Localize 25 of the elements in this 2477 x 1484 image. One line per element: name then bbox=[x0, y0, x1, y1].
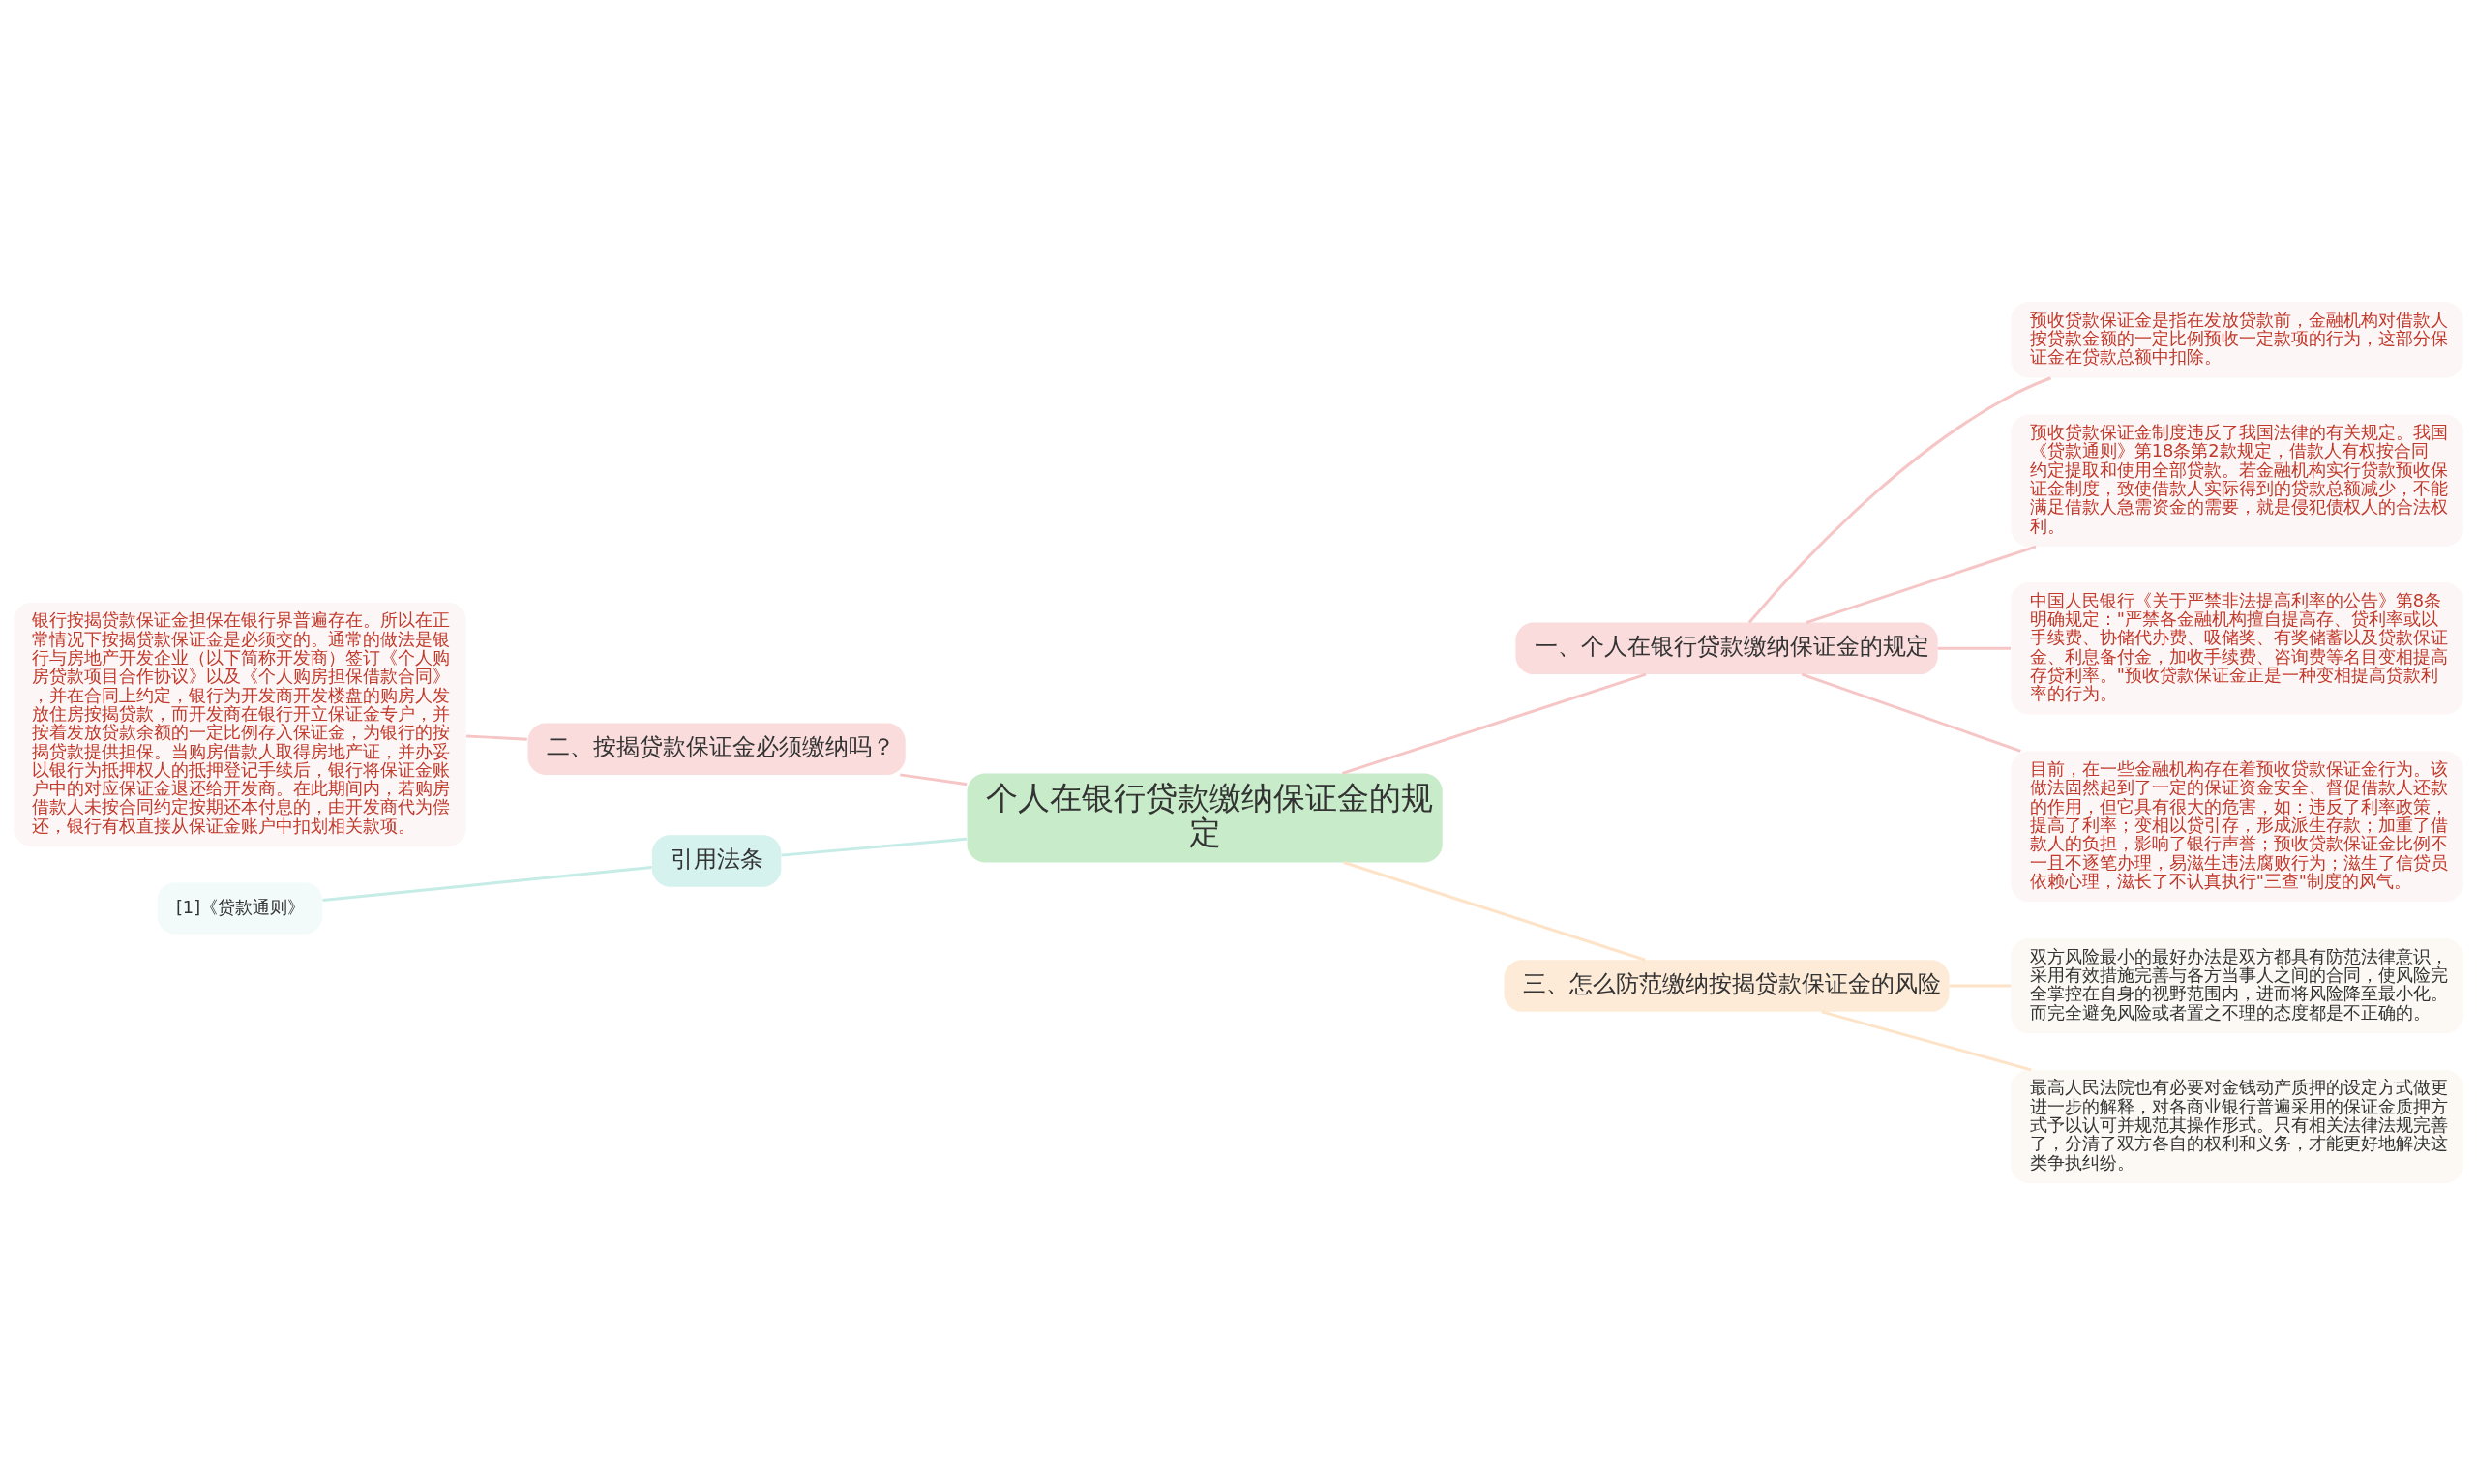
node-box: [1]《贷款通则》 bbox=[157, 881, 323, 935]
node-box: 银行按揭贷款保证金担保在银行界普遍存在。所以在正常情况下按揭贷款保证金是必须交的。通常的做法是银行与房地产开发企业（以下简称开发商）签订《个人购房贷款项目合作协议》以及《个人购房担保借款合同》，并在合同上约定，银行为开发商开发楼盘的购房人发放住房按揭贷款，而开发商在银行开立保证金专户，并按着发放贷款余额的一定比例存入保证金，为银行的按揭贷款提供担保。当购房借款人取得房地产证，并办妥以银行为抵押权人的抵押登记手续后，银行将保证金账户中的对应保证金退还给开发商。在此期间内，若购房借款人未按合同约定按期还本付息的，由开发商代为偿还，银行有权直接从保证金账户中扣划相关款项。 bbox=[14, 602, 466, 846]
node-box: 二、按揭贷款保证金必须缴纳吗？ bbox=[527, 722, 906, 775]
node-box: 双方风险最小的最好办法是双方都具有防范法律意识，采用有效措施完善与各方当事人之间的合同，使风险完全掌控在自身的视野范围内，进而将风险降至最小化。而完全避免风险或者置之不理的态度都是不正确的。 bbox=[2011, 937, 2463, 1033]
node-box: 预收贷款保证金制度违反了我国法律的有关规定。我国《贷款通则》第18条第2款规定，借款人有权按合同约定提取和使用全部贷款。若金融机构实行贷款预收保证金制度，致使借款人实际得到的贷款总额减少，不能满足借款人急需资金的需要，就是侵犯债权人的合法权利。 bbox=[2011, 413, 2463, 547]
connector bbox=[781, 837, 968, 857]
connector bbox=[1806, 545, 2037, 624]
connector bbox=[322, 865, 652, 902]
connector bbox=[1949, 984, 2012, 987]
connector bbox=[900, 772, 968, 786]
node-box: 个人在银行贷款缴纳保证金的规定 bbox=[967, 772, 1443, 862]
node-box: 三、怎么防范缴纳按揭贷款保证金的风险 bbox=[1504, 959, 1950, 1012]
connector bbox=[1343, 860, 1646, 962]
connector bbox=[1342, 672, 1647, 775]
node-box: 引用法条 bbox=[651, 834, 782, 887]
connector bbox=[1821, 1009, 2032, 1071]
node-box: 最高人民法院也有必要对金钱动产质押的设定方式做更进一步的解释，对各商业银行普遍采用的保证金质押方式予以认可并规范其操作形式。只有相关法律法规完善了，分清了双方各自的权利和义务，才能更好地解决这类争执纠纷。 bbox=[2011, 1069, 2463, 1183]
connector bbox=[466, 733, 527, 741]
connector bbox=[1937, 646, 2011, 650]
node-box: 中国人民银行《关于严禁非法提高利率的公告》第8条明确规定："严禁各金融机构擅自提高存、贷利率或以手续费、协储代办费、吸储奖、有奖储蓄以及贷款保证金、利息备付金，加收手续费、咨询费等名目变相提高存贷利率。"预收贷款保证金正是一种变相提高贷款利率的行为。 bbox=[2011, 581, 2463, 715]
connector bbox=[1801, 672, 2021, 753]
node-box: 预收贷款保证金是指在发放贷款前，金融机构对借款人按贷款金额的一定比例预收一定款项的行为，这部分保证金在贷款总额中扣除。 bbox=[2011, 301, 2463, 378]
node-box: 目前，在一些金融机构存在着预收贷款保证金行为。该做法固然起到了一定的保证资金安全、督促借款人还款的作用，但它具有很大的危害，如：违反了利率政策，提高了利率；变相以贷引存，形成派生存款；加重了借款人的负担，影响了银行声誉；预收贷款保证金比例不一且不逐笔办理，易滋生违法腐败行为；滋生了信贷员依赖心理，滋长了不认真执行"三查"制度的风气。 bbox=[2011, 750, 2463, 902]
connector bbox=[1747, 375, 2052, 623]
node-box: 一、个人在银行贷款缴纳保证金的规定 bbox=[1515, 622, 1938, 674]
